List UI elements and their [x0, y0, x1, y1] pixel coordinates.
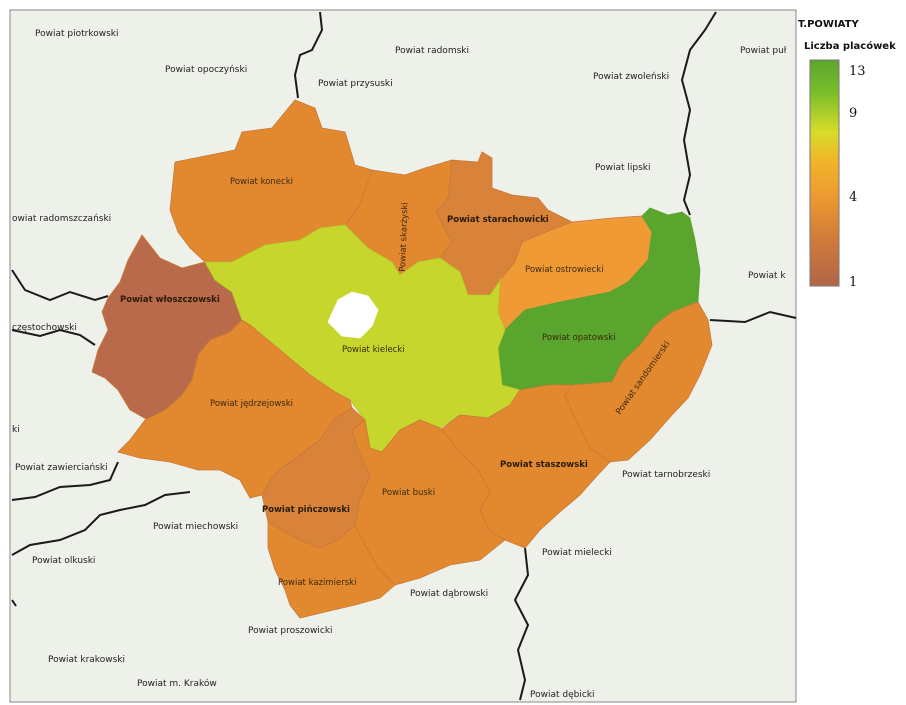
legend-tick-4: 4	[849, 190, 857, 205]
label-staszowski: Powiat staszowski	[500, 460, 588, 470]
legend: T.POWIATY Liczba placówek 13 9 4 1	[797, 10, 906, 305]
label-miechowski: Powiat miechowski	[153, 522, 238, 532]
label-zwolenski: Powiat zwoleński	[593, 72, 669, 82]
label-pinczowski: Powiat pińczowski	[262, 505, 350, 515]
legend-tick-13: 13	[849, 64, 866, 79]
label-debicki: Powiat dębicki	[530, 690, 595, 700]
label-krakowski: Powiat krakowski	[48, 655, 125, 665]
label-radomszczanski: owiat radomszczański	[12, 214, 111, 224]
label-proszowicki: Powiat proszowicki	[248, 626, 333, 636]
label-opoczynski: Powiat opoczyński	[165, 65, 247, 75]
boundary-north	[293, 11, 324, 99]
label-ki: ki	[12, 425, 20, 435]
boundary-west	[11, 328, 96, 346]
powiaty-regions	[91, 99, 713, 619]
legend-subtitle: Liczba placówek	[804, 40, 896, 52]
legend-title: T.POWIATY	[798, 19, 859, 30]
label-konecki: Powiat konecki	[230, 177, 293, 187]
label-tarnobrzeski: Powiat tarnobrzeski	[622, 470, 710, 480]
region-kielce-city[interactable]	[327, 291, 379, 339]
label-ostrowiecki: Powiat ostrowiecki	[525, 265, 604, 275]
label-k: Powiat k	[748, 271, 786, 281]
label-m-krakow: Powiat m. Kraków	[137, 678, 217, 689]
label-radomski: Powiat radomski	[395, 46, 469, 56]
label-opatowski: Powiat opatowski	[542, 333, 616, 343]
boundary-east-north	[680, 11, 717, 216]
outer-boundaries	[11, 11, 797, 701]
region-staszowski[interactable]	[439, 384, 611, 549]
boundary-west-south	[11, 461, 119, 501]
label-piotrkowski: Powiat piotrkowski	[35, 29, 119, 39]
label-starachowicki: Powiat starachowicki	[447, 215, 549, 225]
neighbour-labels: Powiat piotrkowski Powiat opoczyński Pow…	[12, 29, 787, 700]
region-jedrzejowski[interactable]	[117, 319, 353, 499]
boundary-southwest	[11, 491, 191, 556]
label-skarzyski: Powiat skarżyski	[398, 202, 410, 272]
label-kielecki: Powiat kielecki	[342, 345, 405, 355]
legend-color-ramp	[809, 59, 840, 287]
label-dabrowski: Powiat dąbrowski	[410, 589, 488, 599]
label-przysuski: Powiat przysuski	[318, 79, 393, 89]
label-mielecki: Powiat mielecki	[542, 548, 612, 558]
label-olkuski: Powiat olkuski	[32, 556, 95, 566]
label-zawiercianski: Powiat zawierciański	[15, 463, 108, 473]
region-kazimierski[interactable]	[267, 521, 396, 619]
label-pulawski: Powiat puł	[740, 46, 787, 56]
label-jedrzejowski: Powiat jędrzejowski	[210, 399, 293, 409]
legend-tick-1: 1	[849, 275, 857, 290]
map-frame	[9, 9, 797, 703]
label-czestochowski: częstochowski	[12, 323, 77, 333]
legend-tick-9: 9	[849, 106, 857, 121]
label-buski: Powiat buski	[382, 488, 435, 498]
boundary-east	[709, 310, 797, 324]
boundary-west-north	[11, 269, 109, 302]
label-kazimierski: Powiat kazimierski	[278, 578, 356, 588]
boundary-tick	[11, 599, 17, 607]
label-wloszczowski: Powiat włoszczowski	[120, 295, 220, 305]
boundary-southeast	[513, 547, 530, 701]
label-lipski: Powiat lipski	[595, 163, 651, 173]
